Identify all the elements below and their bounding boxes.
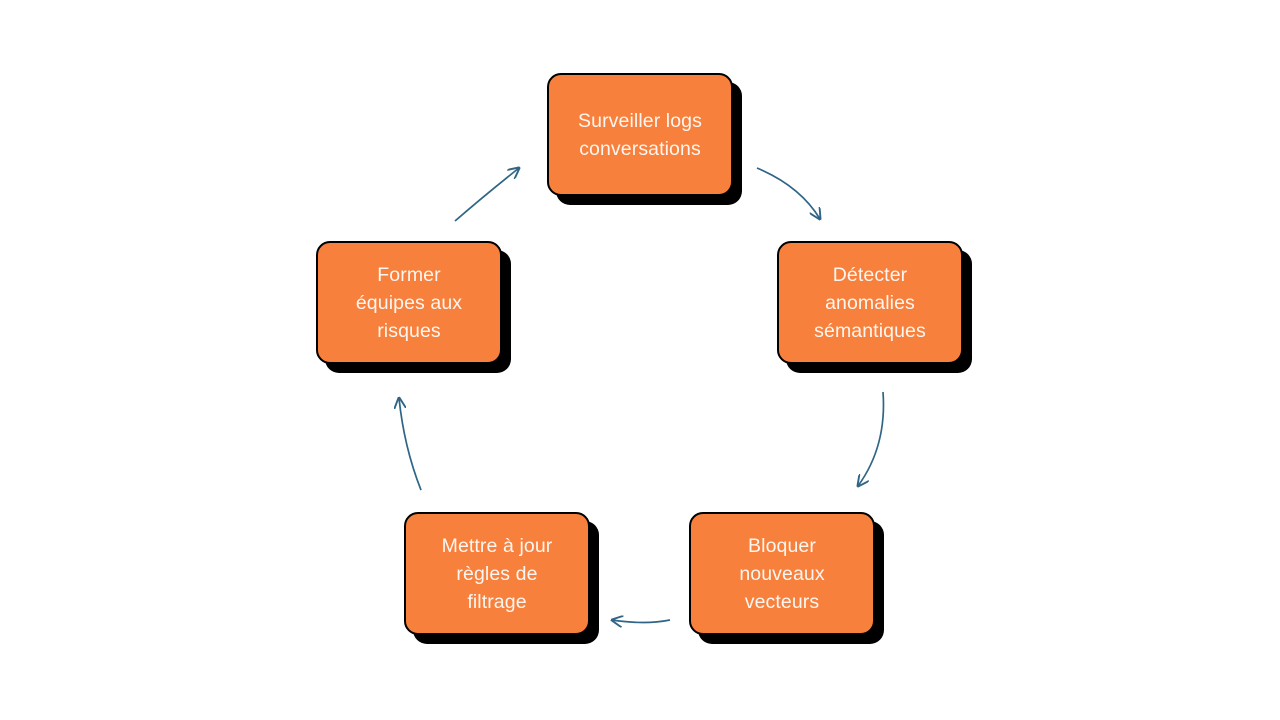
arrow-rules-to-train xyxy=(399,398,422,491)
arrow-train-to-monitor xyxy=(454,168,519,222)
node-label: Détecter anomalies sémantiques xyxy=(814,263,926,342)
node-mettre-a-jour-regles-de-filtrage[interactable]: Mettre à jour règles de filtrage xyxy=(404,512,590,635)
node-label: Bloquer nouveaux vecteurs xyxy=(739,534,825,613)
node-detecter-anomalies-semantiques[interactable]: Détecter anomalies sémantiques xyxy=(777,241,963,364)
arrow-block-to-rules xyxy=(612,620,671,623)
node-former-equipes-aux-risques[interactable]: Former équipes aux risques xyxy=(316,241,502,364)
arrow-monitor-to-detect xyxy=(756,167,820,219)
node-surveiller-logs-conversations[interactable]: Surveiller logs conversations xyxy=(547,73,733,196)
node-label: Former équipes aux risques xyxy=(355,263,463,342)
node-bloquer-nouveaux-vecteurs[interactable]: Bloquer nouveaux vecteurs xyxy=(689,512,875,635)
arrow-detect-to-block xyxy=(858,391,885,486)
node-label: Surveiller logs conversations xyxy=(578,109,702,160)
node-label: Mettre à jour règles de filtrage xyxy=(441,534,553,613)
